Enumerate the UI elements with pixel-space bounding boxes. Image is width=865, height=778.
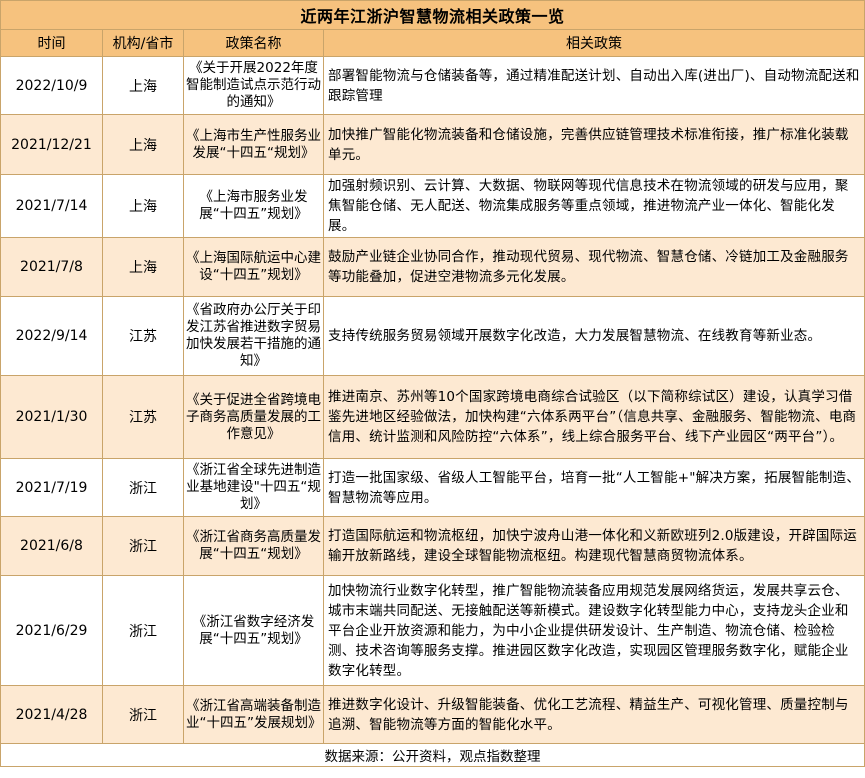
cell-date: 2021/6/29	[0, 575, 103, 686]
cell-policy-desc: 推进南京、苏州等10个国家跨境电商综合试验区（以下简称综试区）建设，认真学习借鉴…	[322, 375, 865, 459]
header-policy-name: 政策名称	[183, 29, 324, 57]
table-row: 2021/6/8 浙江 《浙江省商务高质量发展“十四五“规划》 打造国际航运和物…	[0, 516, 865, 576]
cell-date: 2022/10/9	[0, 56, 103, 115]
cell-org: 浙江	[102, 575, 184, 686]
cell-org: 上海	[102, 237, 184, 297]
header-date: 时间	[0, 29, 103, 57]
table-row: 2021/7/19 浙江 《浙江省全球先进制造业基地建设"十四五“规划》 打造一…	[0, 458, 865, 517]
cell-date: 2021/12/21	[0, 114, 103, 175]
cell-org: 上海	[102, 114, 184, 175]
cell-policy-name: 《浙江省全球先进制造业基地建设"十四五“规划》	[183, 458, 324, 517]
table-row: 2021/4/28 浙江 《浙江省高端装备制造业“十四五”发展规划》 推进数字化…	[0, 685, 865, 744]
cell-policy-name: 《关于开展2022年度智能制造试点示范行动的通知》	[183, 56, 324, 115]
table-title: 近两年江浙沪智慧物流相关政策一览	[0, 0, 865, 30]
cell-org: 上海	[102, 56, 184, 115]
cell-date: 2021/7/14	[0, 174, 103, 238]
cell-policy-desc: 推进数字化设计、升级智能装备、优化工艺流程、精益生产、可视化管理、质量控制与追溯…	[322, 685, 865, 744]
header-row: 时间 机构/省市 政策名称 相关政策	[0, 29, 865, 57]
cell-policy-name: 《浙江省商务高质量发展“十四五“规划》	[183, 516, 324, 576]
cell-policy-name: 《关于促进全省跨境电子商务高质量发展的工作意见》	[183, 375, 324, 459]
cell-policy-desc: 打造一批国家级、省级人工智能平台，培育一批“人工智能+"解决方案，拓展智能制造、…	[322, 458, 865, 517]
cell-policy-name: 《省政府办公厅关于印发江苏省推进数字贸易加快发展若干措施的通知》	[183, 296, 324, 376]
cell-policy-desc: 支持传统服务贸易领域开展数字化改造，大力发展智慧物流、在线教育等新业态。	[322, 296, 865, 376]
header-policy-desc: 相关政策	[322, 29, 865, 57]
cell-date: 2021/7/19	[0, 458, 103, 517]
cell-org: 江苏	[102, 375, 184, 459]
cell-policy-desc: 部署智能物流与仓储装备等，通过精准配送计划、自动出入库(进出厂)、自动物流配送和…	[322, 56, 865, 115]
cell-policy-name: 《浙江省高端装备制造业“十四五”发展规划》	[183, 685, 324, 744]
header-org: 机构/省市	[102, 29, 184, 57]
cell-org: 上海	[102, 174, 184, 238]
table-row: 2021/6/29 浙江 《浙江省数字经济发展“十四五”规划》 加快物流行业数字…	[0, 575, 865, 686]
cell-date: 2021/7/8	[0, 237, 103, 297]
cell-policy-desc: 加快推广智能化物流装备和仓储设施，完善供应链管理技术标准衔接，推广标准化装载单元…	[322, 114, 865, 175]
cell-org: 浙江	[102, 516, 184, 576]
cell-date: 2021/1/30	[0, 375, 103, 459]
cell-org: 浙江	[102, 458, 184, 517]
cell-policy-desc: 打造国际航运和物流枢纽，加快宁波舟山港一体化和义新欧班列2.0版建设，开辟国际运…	[322, 516, 865, 576]
cell-policy-name: 《上海市服务业发展“十四五”规划》	[183, 174, 324, 238]
cell-policy-name: 《上海市生产性服务业发展“十四五“规划》	[183, 114, 324, 175]
cell-org: 浙江	[102, 685, 184, 744]
data-source-note: 数据来源：公开资料，观点指数整理	[0, 743, 865, 767]
footer-row: 数据来源：公开资料，观点指数整理	[0, 743, 865, 767]
cell-policy-desc: 鼓励产业链企业协同合作，推动现代贸易、现代物流、智慧仓储、冷链加工及金融服务等功…	[322, 237, 865, 297]
cell-date: 2021/4/28	[0, 685, 103, 744]
cell-date: 2021/6/8	[0, 516, 103, 576]
cell-policy-name: 《浙江省数字经济发展“十四五”规划》	[183, 575, 324, 686]
table-row: 2021/12/21 上海 《上海市生产性服务业发展“十四五“规划》 加快推广智…	[0, 114, 865, 175]
table-row: 2021/7/8 上海 《上海国际航运中心建设“十四五”规划》 鼓励产业链企业协…	[0, 237, 865, 297]
cell-policy-desc: 加强射频识别、云计算、大数据、物联网等现代信息技术在物流领域的研发与应用，聚焦智…	[322, 174, 865, 238]
cell-policy-desc: 加快物流行业数字化转型，推广智能物流装备应用规范发展网络货运，发展共享云仓、城市…	[322, 575, 865, 686]
cell-org: 江苏	[102, 296, 184, 376]
cell-policy-name: 《上海国际航运中心建设“十四五”规划》	[183, 237, 324, 297]
cell-date: 2022/9/14	[0, 296, 103, 376]
title-row: 近两年江浙沪智慧物流相关政策一览	[0, 0, 865, 30]
table-row: 2021/7/14 上海 《上海市服务业发展“十四五”规划》 加强射频识别、云计…	[0, 174, 865, 238]
table-row: 2022/9/14 江苏 《省政府办公厅关于印发江苏省推进数字贸易加快发展若干措…	[0, 296, 865, 376]
table-row: 2022/10/9 上海 《关于开展2022年度智能制造试点示范行动的通知》 部…	[0, 56, 865, 115]
table-row: 2021/1/30 江苏 《关于促进全省跨境电子商务高质量发展的工作意见》 推进…	[0, 375, 865, 459]
